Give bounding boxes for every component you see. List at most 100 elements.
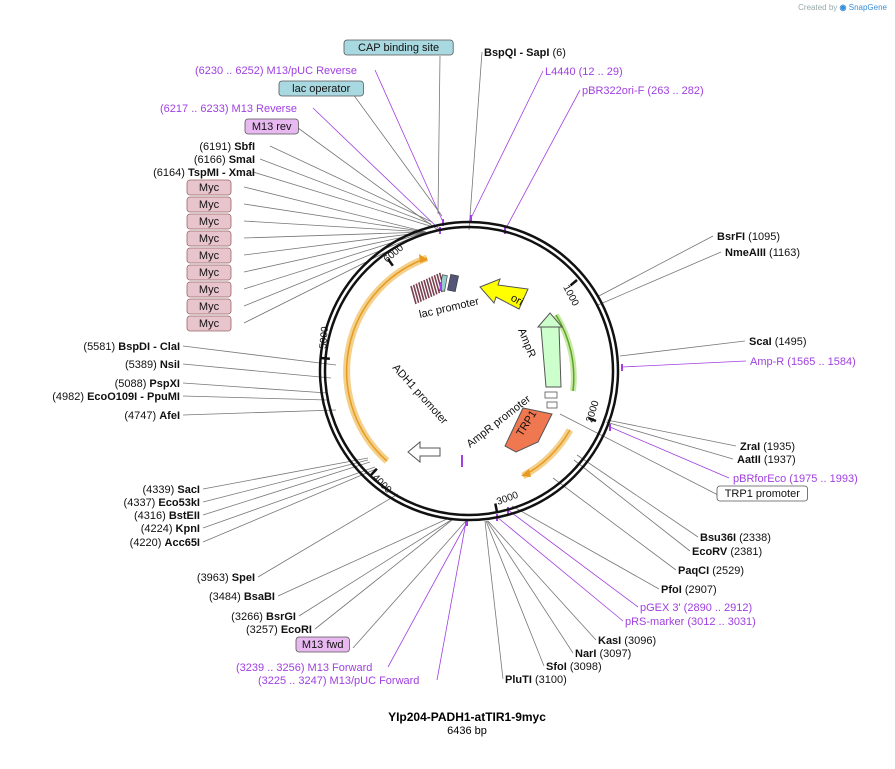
leader-line bbox=[552, 477, 677, 571]
leader-line bbox=[182, 363, 332, 379]
ori-arrow bbox=[479, 278, 529, 310]
enzyme-label: PaqCI (2529) bbox=[678, 565, 744, 577]
leader-line bbox=[243, 231, 427, 256]
myc-tag-box bbox=[186, 281, 232, 298]
leader-line bbox=[202, 457, 369, 490]
myc-tag-label: Myc bbox=[199, 284, 220, 296]
leader-line bbox=[437, 55, 441, 215]
myc-tag-label: Myc bbox=[199, 301, 220, 313]
myc-hatch-stripe bbox=[415, 283, 422, 302]
enzyme-label: (3257) EcoRI bbox=[246, 624, 312, 636]
tick-mark bbox=[494, 503, 499, 513]
small-feature-1 bbox=[544, 391, 558, 399]
myc-tag-box bbox=[186, 298, 232, 315]
primerbox-box bbox=[244, 118, 299, 135]
enzyme-label: (4224) KpnI bbox=[141, 523, 200, 535]
leader-line bbox=[484, 520, 504, 680]
leader-line bbox=[470, 70, 544, 219]
myc-tag-box bbox=[186, 179, 232, 196]
myc-hatch-stripe bbox=[410, 285, 417, 305]
myc-hatch-stripe bbox=[420, 280, 428, 300]
leader-line bbox=[202, 468, 377, 543]
tick-mark bbox=[370, 467, 378, 476]
enzyme-label: SfoI (3098) bbox=[546, 661, 602, 673]
misc-label: lac operator bbox=[292, 83, 350, 95]
enzyme-label: PfoI (2907) bbox=[661, 584, 717, 596]
adh1-promoter-label: ADH1 promoter bbox=[390, 362, 450, 427]
primer-label: (6230 .. 6252) M13/pUC Reverse bbox=[195, 65, 357, 77]
feature-label: TRP1 promoter bbox=[725, 488, 801, 500]
myc-tag-box bbox=[186, 264, 232, 281]
trp1-arrow bbox=[504, 407, 553, 453]
ampr-arrow bbox=[536, 312, 564, 388]
tick-mark bbox=[587, 416, 597, 423]
leader-line bbox=[352, 521, 466, 649]
leader-line bbox=[597, 251, 722, 306]
leader-line bbox=[259, 158, 432, 225]
tick-label: 1000 bbox=[560, 283, 580, 308]
enzyme-label: ScaI (1495) bbox=[749, 336, 807, 348]
enzyme-label: (5088) PspXI bbox=[115, 378, 180, 390]
leader-line bbox=[619, 340, 746, 357]
ampr-label: AmpR bbox=[515, 327, 538, 360]
backbone-inner bbox=[323, 225, 615, 517]
enzyme-label: NmeAIII (1163) bbox=[725, 247, 800, 259]
myc-tag-box bbox=[186, 196, 232, 213]
tick-mark bbox=[386, 258, 394, 267]
leader-line bbox=[243, 231, 427, 273]
myc-tag-label: Myc bbox=[199, 250, 220, 262]
feature-box bbox=[716, 485, 808, 502]
plasmid-size: 6436 bp bbox=[447, 725, 487, 737]
ori-label: ori bbox=[509, 292, 525, 308]
primerbox-box bbox=[295, 636, 350, 653]
leader-line bbox=[609, 426, 730, 479]
small-feature-2 bbox=[546, 401, 558, 409]
leader-line bbox=[182, 395, 328, 401]
enzyme-label: (3963) SpeI bbox=[197, 572, 255, 584]
enzyme-label: (4220) Acc65I bbox=[130, 537, 200, 549]
leader-line bbox=[576, 454, 699, 538]
enzyme-label: Bsu36I (2338) bbox=[700, 532, 771, 544]
misc-box bbox=[343, 39, 454, 56]
leader-line bbox=[349, 89, 443, 217]
leader-line bbox=[257, 493, 399, 578]
enzyme-label: NarI (3097) bbox=[575, 648, 631, 660]
leader-line bbox=[202, 466, 376, 529]
myc-hatch-stripe bbox=[425, 278, 433, 298]
enzyme-label: BsrFI (1095) bbox=[717, 231, 780, 243]
orange-arc-right-arrow bbox=[521, 469, 531, 477]
backbone-outer bbox=[318, 220, 620, 522]
adh1-promoter-arrow bbox=[407, 440, 441, 464]
leader-line bbox=[269, 145, 433, 223]
primerbox-label: M13 rev bbox=[252, 121, 292, 133]
plasmid-name: YIp204-PADH1-atTIR1-9myc bbox=[388, 710, 546, 724]
enzyme-label: (4982) EcoO109I - PpuMI bbox=[52, 391, 180, 403]
enzyme-label: (4316) BstEII bbox=[134, 510, 200, 522]
enzyme-label: (3484) BsaBI bbox=[209, 591, 275, 603]
myc-tag-label: Myc bbox=[199, 182, 220, 194]
myc-tag-box bbox=[186, 213, 232, 230]
myc-hatch-stripe bbox=[428, 277, 435, 296]
myc-tag-label: Myc bbox=[199, 233, 220, 245]
leader-line bbox=[314, 519, 453, 630]
myc-hatch-stripe bbox=[412, 284, 420, 304]
myc-hatch-stripe bbox=[418, 282, 425, 301]
myc-tag-box bbox=[186, 315, 232, 332]
enzyme-label: BspQI - SapI (6) bbox=[484, 47, 566, 59]
green-arc-line bbox=[555, 314, 575, 392]
primer-label: (3239 .. 3256) M13 Forward bbox=[236, 662, 372, 674]
enzyme-label: (6191) SbfI bbox=[199, 141, 255, 153]
primer-label: pBR322ori-F (263 .. 282) bbox=[582, 85, 704, 97]
leader-line bbox=[243, 203, 427, 233]
enzyme-label: PluTI (3100) bbox=[505, 674, 567, 686]
leader-line bbox=[507, 509, 639, 608]
myc-hatch-stripe bbox=[423, 279, 430, 299]
primer-label: pGEX 3' (2890 .. 2912) bbox=[640, 602, 752, 614]
myc-tag-label: Myc bbox=[199, 216, 220, 228]
lac-promoter-label: lac promoter bbox=[418, 295, 481, 321]
enzyme-label: (5389) NsiI bbox=[125, 359, 180, 371]
myc-tag-block bbox=[410, 272, 446, 305]
leader-line bbox=[511, 505, 660, 590]
primer-label: (3225 .. 3247) M13/pUC Forward bbox=[258, 675, 419, 687]
